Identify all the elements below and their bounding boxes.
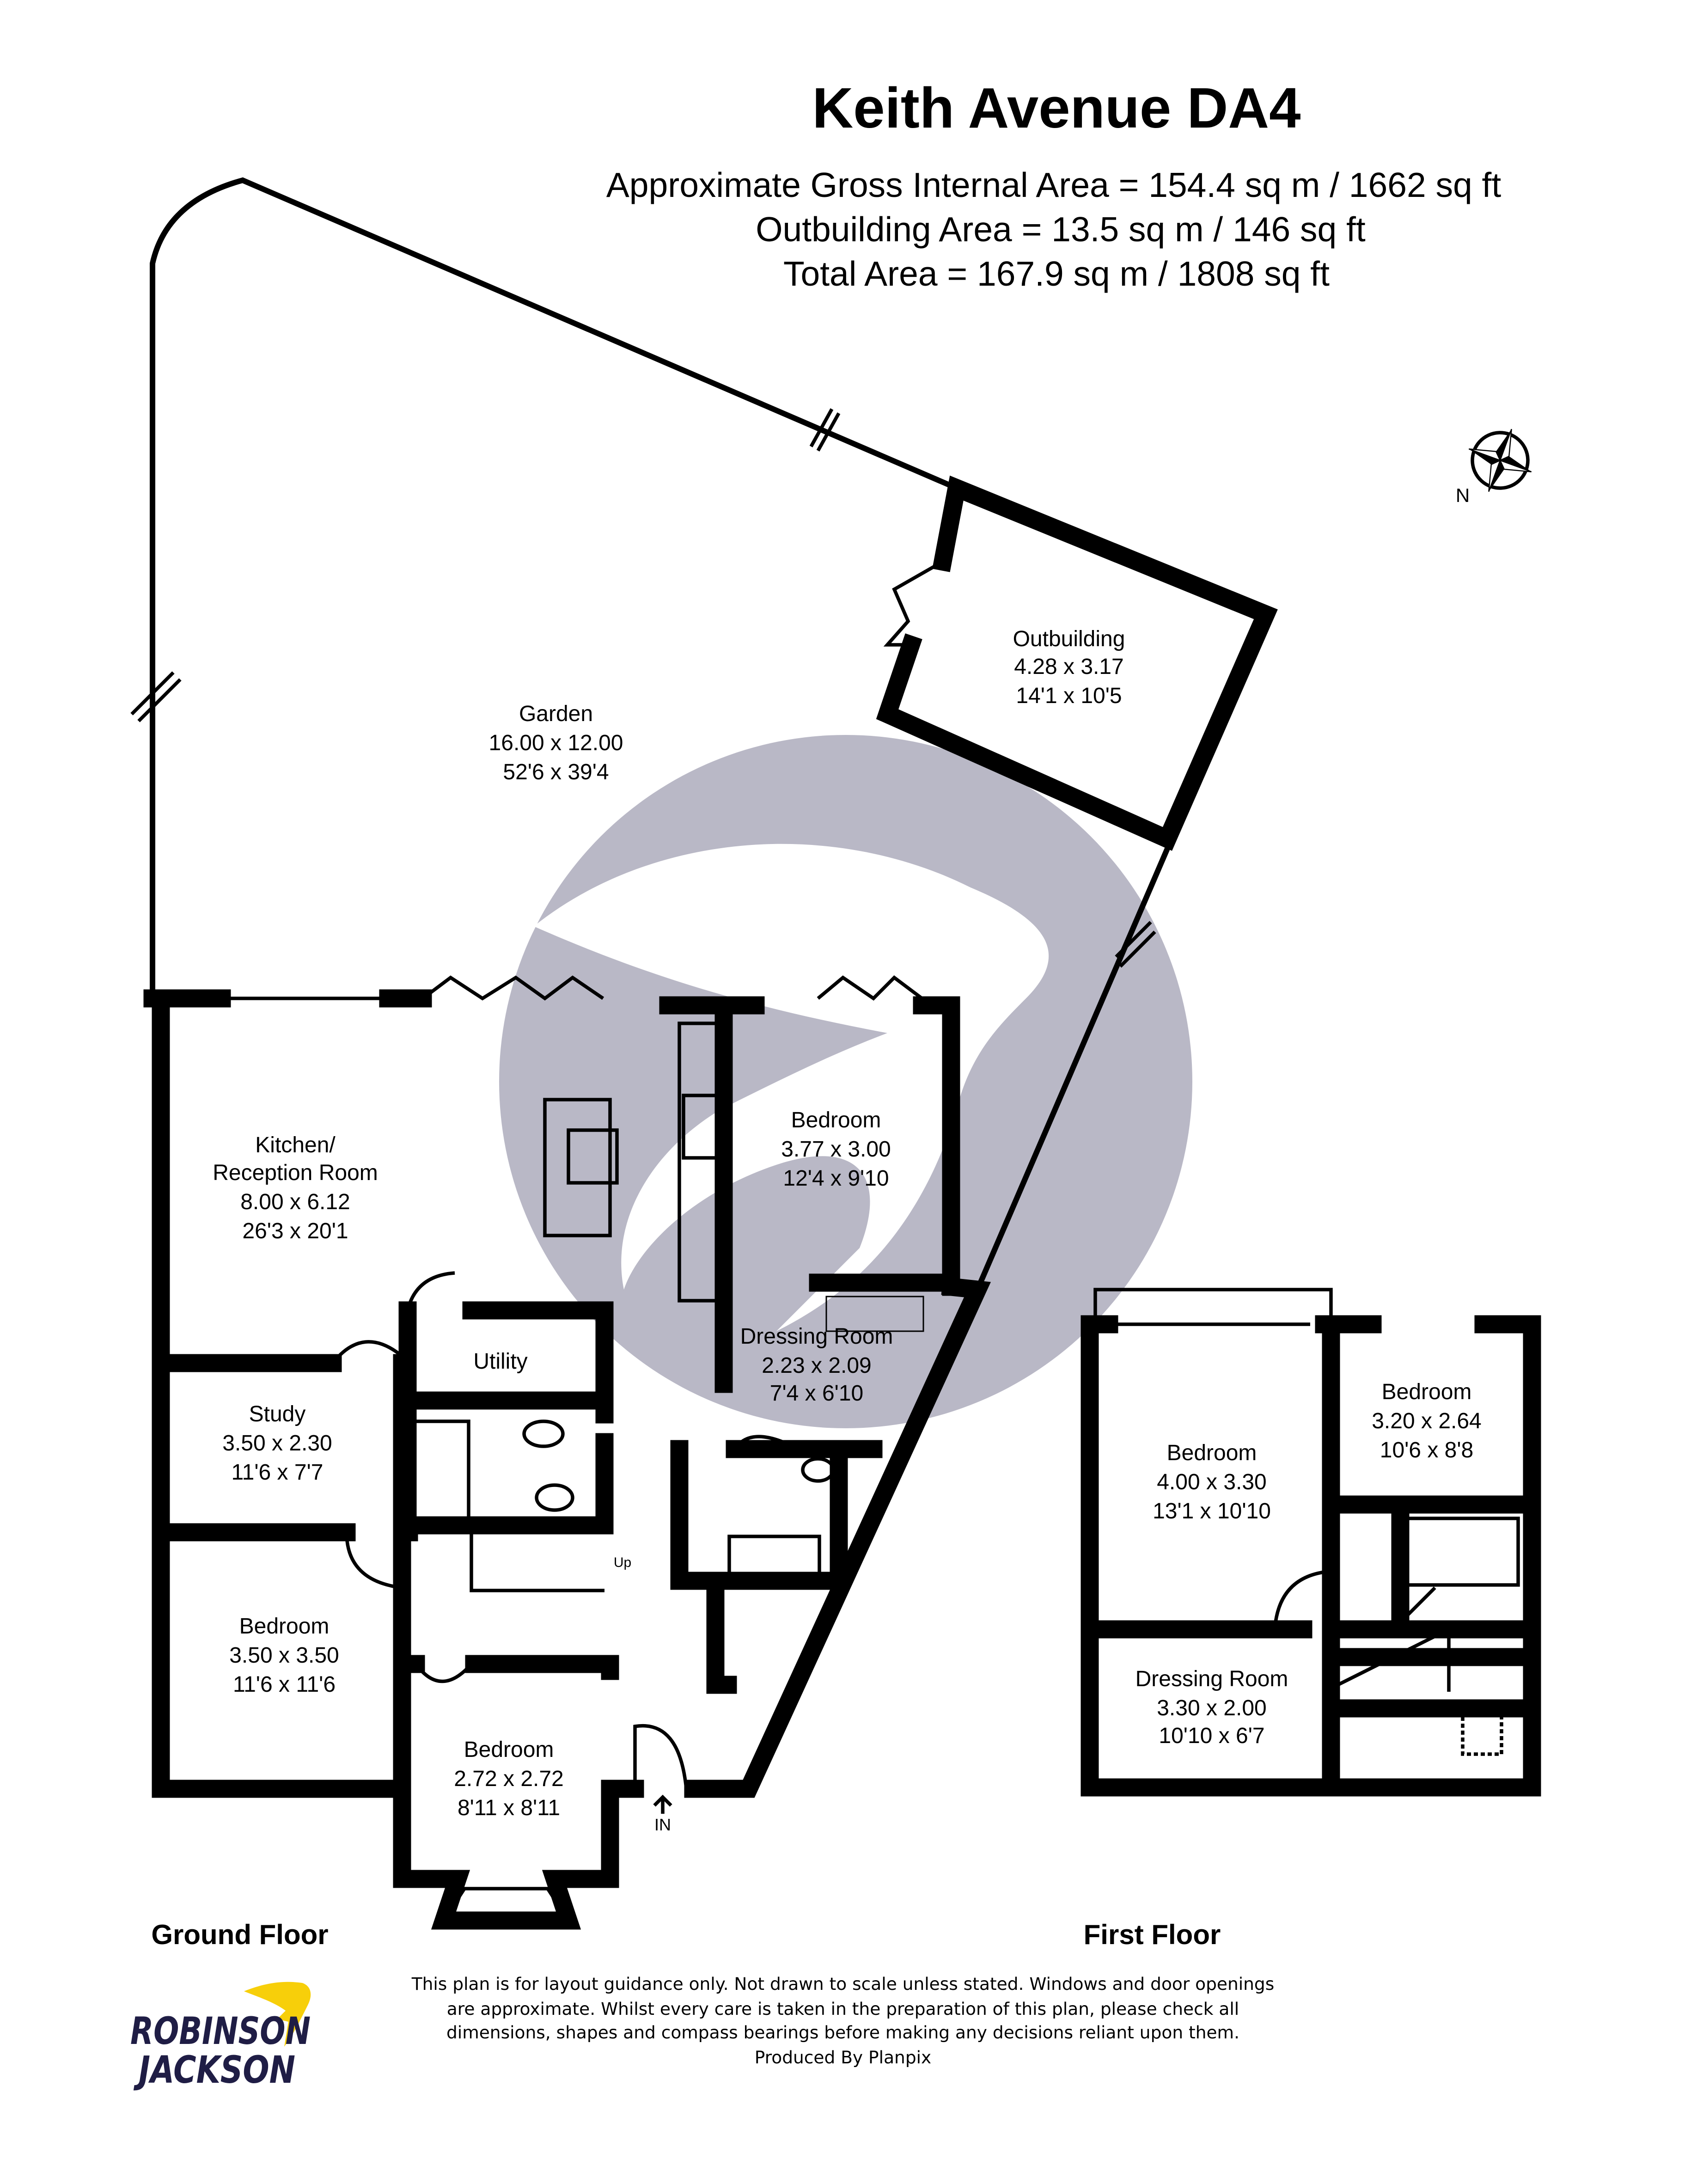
svg-text:11'6 x 11'6: 11'6 x 11'6	[233, 1672, 336, 1697]
entrance-label: IN	[654, 1815, 671, 1834]
svg-text:Bedroom: Bedroom	[464, 1737, 554, 1762]
room-bedroom-first-main: Bedroom 4.00 x 3.30 13'1 x 10'10	[1153, 1441, 1271, 1523]
stairs-down-label: Dn	[1357, 1620, 1374, 1635]
svg-text:8'11 x 8'11: 8'11 x 8'11	[458, 1796, 560, 1820]
room-bedroom-left: Bedroom 3.50 x 3.50 11'6 x 11'6	[229, 1614, 339, 1697]
svg-text:Dressing Room: Dressing Room	[1135, 1667, 1288, 1691]
svg-text:Bedroom: Bedroom	[1167, 1441, 1257, 1465]
room-garden: Garden 16.00 x 12.00 52'6 x 39'4	[489, 702, 623, 784]
svg-text:52'6 x 39'4: 52'6 x 39'4	[503, 760, 609, 784]
outbuilding-walls	[876, 475, 1278, 851]
svg-text:10'10 x 6'7: 10'10 x 6'7	[1159, 1724, 1264, 1748]
page-title: Keith Avenue DA4	[812, 77, 1300, 140]
svg-text:Study: Study	[249, 1402, 306, 1426]
svg-text:4.00 x 3.30: 4.00 x 3.30	[1157, 1470, 1267, 1494]
svg-text:16.00 x 12.00: 16.00 x 12.00	[489, 731, 623, 755]
svg-text:13'1 x 10'10: 13'1 x 10'10	[1153, 1499, 1271, 1523]
compass-north-label: N	[1456, 484, 1470, 506]
svg-text:7'4 x 6'10: 7'4 x 6'10	[770, 1381, 863, 1406]
svg-text:4.28 x 3.17: 4.28 x 3.17	[1014, 655, 1124, 679]
svg-text:26'3 x 20'1: 26'3 x 20'1	[242, 1219, 348, 1243]
first-floor-walls	[1080, 1288, 1541, 1797]
gross-internal-area: Approximate Gross Internal Area = 154.4 …	[606, 165, 1502, 204]
svg-text:Garden: Garden	[519, 702, 593, 726]
svg-text:Bedroom: Bedroom	[1382, 1380, 1472, 1404]
svg-text:Bedroom: Bedroom	[239, 1614, 330, 1639]
svg-text:Kitchen/: Kitchen/	[255, 1133, 336, 1157]
svg-text:2.23 x 2.09: 2.23 x 2.09	[762, 1353, 872, 1378]
svg-text:3.50 x 2.30: 3.50 x 2.30	[222, 1431, 332, 1456]
room-bedroom-first-small: Bedroom 3.20 x 2.64 10'6 x 8'8	[1372, 1380, 1482, 1462]
compass-icon	[1468, 428, 1532, 492]
svg-text:2.72 x 2.72: 2.72 x 2.72	[454, 1767, 564, 1791]
stairs-up-label: Up	[614, 1555, 631, 1570]
room-bedroom-bay: Bedroom 2.72 x 2.72 8'11 x 8'11	[454, 1737, 564, 1820]
svg-text:14'1 x 10'5: 14'1 x 10'5	[1016, 684, 1122, 708]
svg-text:Bedroom: Bedroom	[791, 1108, 881, 1132]
garden-boundary	[130, 177, 1174, 1291]
svg-text:3.20 x 2.64: 3.20 x 2.64	[1372, 1409, 1482, 1433]
outbuilding-area: Outbuilding Area = 13.5 sq m / 146 sq ft	[756, 210, 1366, 249]
svg-text:3.30 x 2.00: 3.30 x 2.00	[1157, 1696, 1267, 1720]
room-study: Study 3.50 x 2.30 11'6 x 7'7	[222, 1402, 332, 1485]
robinson-jackson-logo: ROBINSON JACKSON	[130, 1982, 311, 2092]
svg-text:8.00 x 6.12: 8.00 x 6.12	[240, 1190, 350, 1214]
room-dressing-room-ground: Dressing Room 2.23 x 2.09 7'4 x 6'10	[740, 1324, 893, 1406]
room-outbuilding: Outbuilding 4.28 x 3.17 14'1 x 10'5	[1013, 627, 1125, 708]
watermark-logo	[499, 735, 1192, 1428]
svg-text:JACKSON: JACKSON	[133, 2049, 295, 2092]
svg-text:3.50 x 3.50: 3.50 x 3.50	[229, 1643, 339, 1668]
svg-text:Produced By Planpix: Produced By Planpix	[755, 2047, 932, 2068]
svg-text:are approximate. Whilst every: are approximate. Whilst every care is ta…	[447, 1999, 1239, 2019]
total-area: Total Area = 167.9 sq m / 1808 sq ft	[783, 254, 1330, 293]
svg-text:dimensions, shapes and compass: dimensions, shapes and compass bearings …	[446, 2022, 1239, 2043]
svg-text:ROBINSON: ROBINSON	[130, 2010, 311, 2053]
room-kitchen-reception: Kitchen/ Reception Room 8.00 x 6.12 26'3…	[213, 1133, 378, 1243]
svg-text:Outbuilding: Outbuilding	[1013, 627, 1125, 651]
svg-text:11'6 x 7'7: 11'6 x 7'7	[232, 1460, 324, 1485]
disclaimer: This plan is for layout guidance only. N…	[411, 1974, 1275, 2068]
room-bedroom-rear: Bedroom 3.77 x 3.00 12'4 x 9'10	[781, 1108, 891, 1191]
entrance-arrow-icon	[653, 1794, 672, 1814]
svg-text:Reception Room: Reception Room	[213, 1161, 378, 1185]
ground-floor-walls	[143, 975, 991, 1930]
svg-text:This plan is for layout guidan: This plan is for layout guidance only. N…	[411, 1974, 1275, 1994]
svg-text:Dressing Room: Dressing Room	[740, 1324, 893, 1349]
ground-floor-label: Ground Floor	[151, 1919, 328, 1950]
first-floor-label: First Floor	[1084, 1919, 1221, 1950]
room-dressing-room-first: Dressing Room 3.30 x 2.00 10'10 x 6'7	[1135, 1667, 1288, 1748]
room-utility: Utility	[473, 1349, 527, 1374]
svg-text:3.77 x 3.00: 3.77 x 3.00	[781, 1137, 891, 1162]
svg-text:12'4 x 9'10: 12'4 x 9'10	[783, 1166, 889, 1191]
svg-text:10'6 x 8'8: 10'6 x 8'8	[1380, 1438, 1473, 1462]
